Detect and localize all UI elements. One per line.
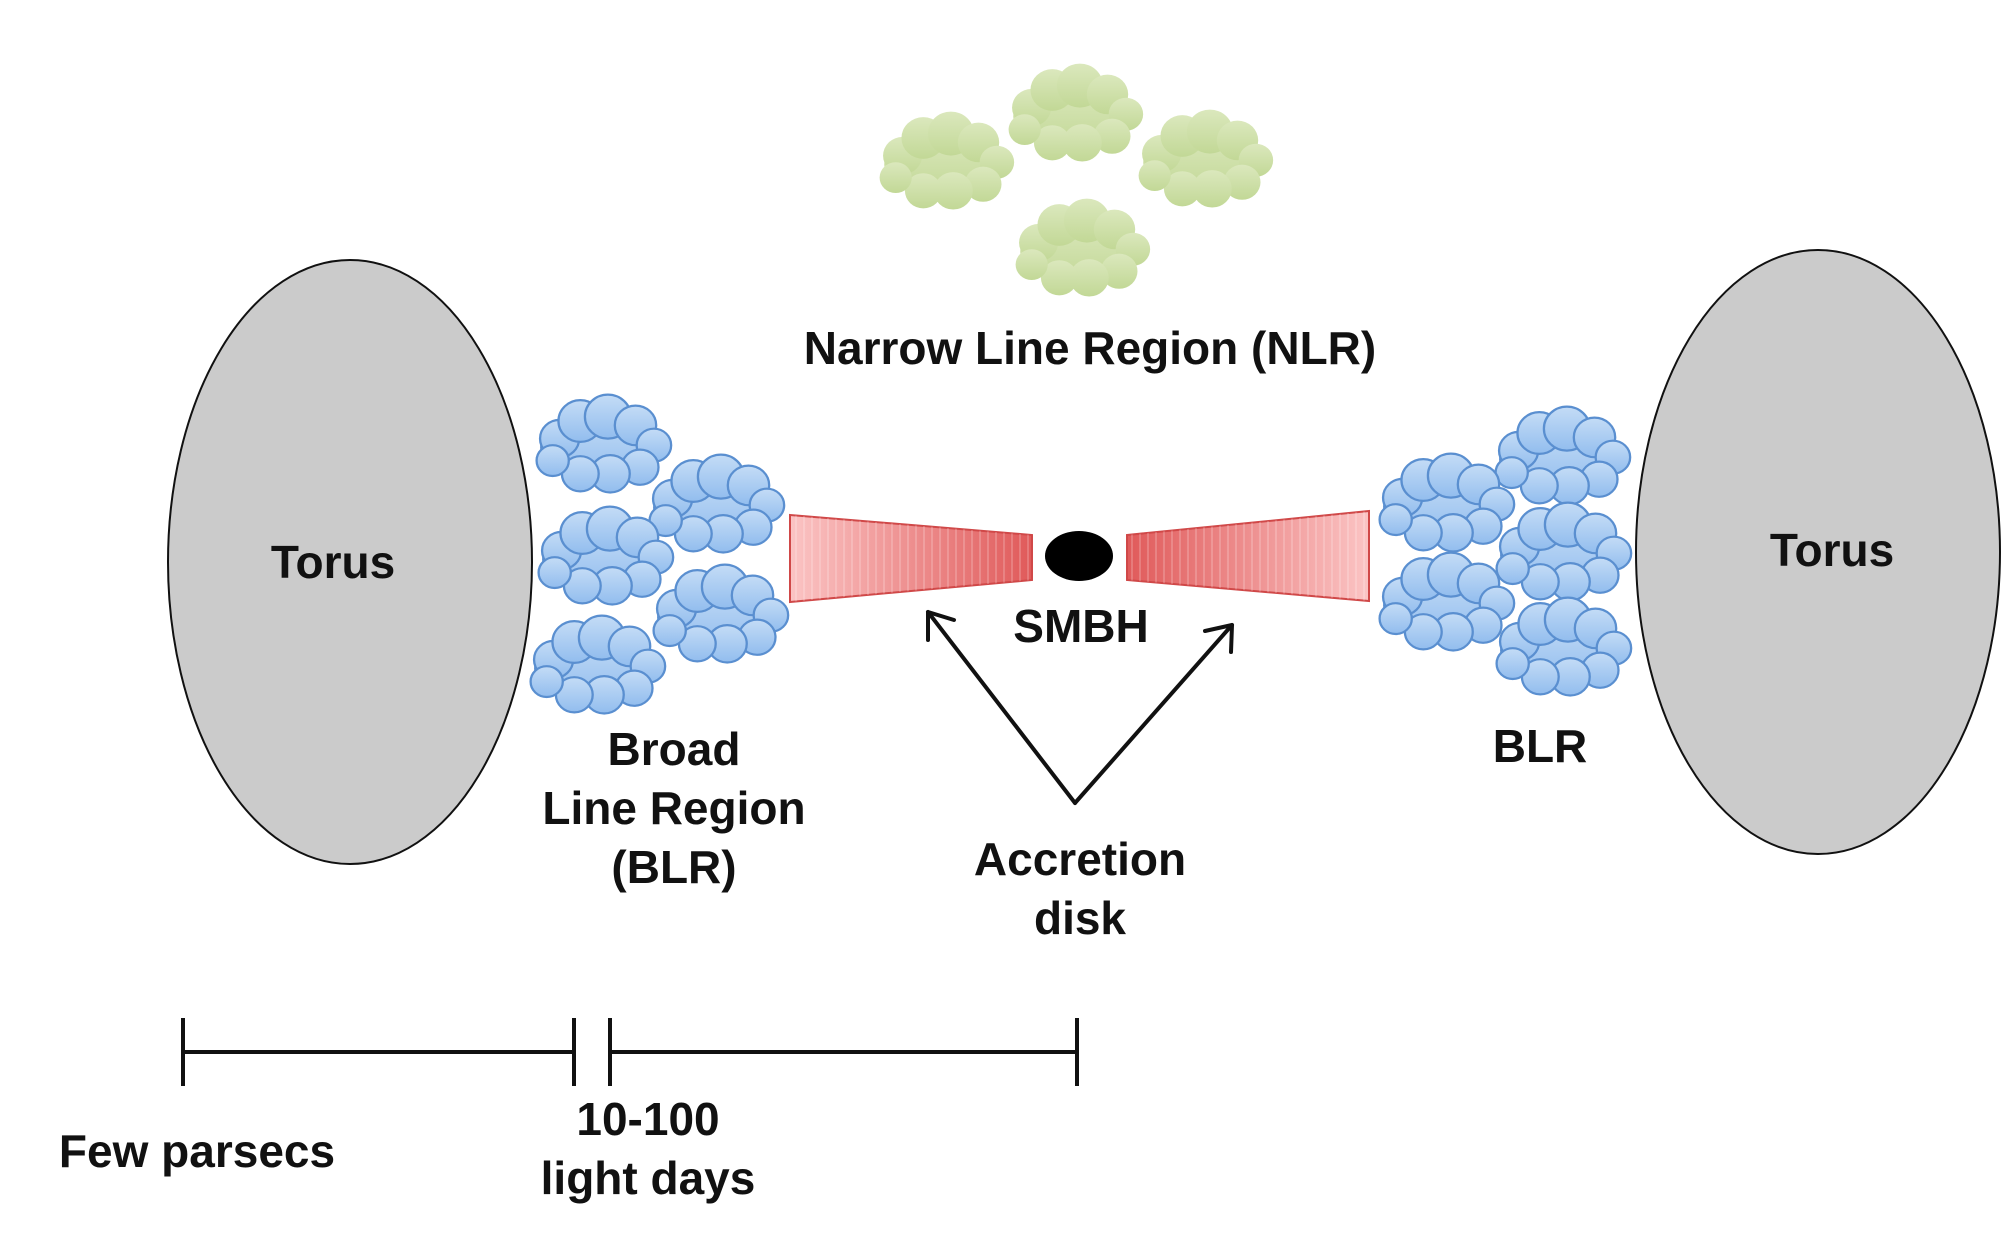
arrowhead-left (926, 610, 956, 642)
nlr-cloud (1015, 198, 1151, 297)
blr-left-label-line2: Line Region (542, 782, 805, 834)
scale-light-days-label-line2: light days (541, 1152, 756, 1204)
blr-left-label-line3: (BLR) (611, 841, 736, 893)
smbh-label: SMBH (1013, 600, 1148, 652)
torus-right-label: Torus (1770, 524, 1894, 576)
torus-left (167, 259, 533, 865)
blr-right-cloud-group (1378, 405, 1633, 697)
accretion-label-line2: disk (1034, 892, 1126, 944)
blr-cloud (1494, 405, 1632, 506)
accretion-disk-right (1126, 509, 1370, 603)
blr-left-cloud-group (529, 393, 790, 715)
scale-bars (181, 1018, 1079, 1086)
blr-cloud (648, 453, 786, 554)
nlr-cloud-group (879, 63, 1274, 297)
torus-left-label: Torus (271, 536, 395, 588)
blr-cloud (1495, 596, 1633, 697)
accretion-label-line1: Accretion (974, 833, 1186, 885)
arrow-left (926, 610, 1077, 805)
blr-cloud (1378, 452, 1516, 553)
smbh-dot (1045, 531, 1113, 581)
nlr-cloud (1008, 63, 1144, 162)
arrow-right (1073, 623, 1234, 805)
scale-parsecs-label: Few parsecs (59, 1125, 335, 1177)
scale-light-days-label-line1: 10-100 (576, 1093, 719, 1145)
accretion-arrows (926, 610, 1234, 805)
nlr-cloud (1138, 109, 1274, 208)
torus-right (1635, 249, 2001, 855)
blr-left-label-line1: Broad (608, 723, 741, 775)
accretion-disk-left (789, 513, 1033, 604)
blr-cloud (652, 563, 790, 664)
arrowhead-right (1203, 623, 1234, 654)
blr-cloud (535, 393, 673, 494)
blr-cloud (1495, 501, 1633, 602)
blr-right-label: BLR (1493, 720, 1588, 772)
blr-cloud (1378, 551, 1516, 652)
nlr-cloud (879, 111, 1015, 210)
blr-cloud (529, 614, 667, 715)
nlr-label: Narrow Line Region (NLR) (804, 322, 1376, 374)
